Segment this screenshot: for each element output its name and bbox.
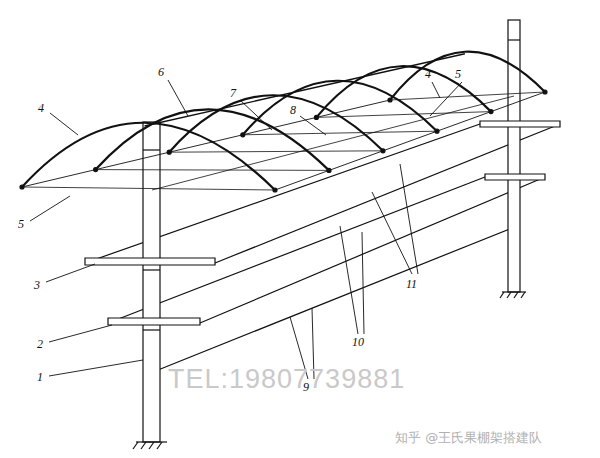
callout-number: 5 xyxy=(455,68,461,80)
arch-bar xyxy=(316,66,491,117)
center-wire xyxy=(152,96,514,190)
callout-number: 3 xyxy=(34,279,40,291)
arch-chord xyxy=(243,131,437,135)
callout-number: 4 xyxy=(38,102,44,114)
callout-number: 5 xyxy=(18,218,24,230)
callout-number: 1 xyxy=(37,371,43,383)
leader-lines xyxy=(30,80,462,379)
arch-bar xyxy=(390,52,545,100)
callout-number: 7 xyxy=(230,87,236,99)
callout-number: 8 xyxy=(290,104,296,116)
callout-number: 4 xyxy=(425,68,431,80)
arch-bar xyxy=(243,81,437,135)
arch-frames xyxy=(20,52,547,192)
arch-chord xyxy=(22,187,275,190)
callout-number: 2 xyxy=(37,338,43,350)
left-post xyxy=(133,122,167,449)
arch-chord xyxy=(169,151,383,152)
ridge-bar xyxy=(145,54,465,126)
callout-number: 10 xyxy=(352,336,364,348)
right-post xyxy=(480,20,560,298)
arch-chord xyxy=(316,112,491,118)
arch-chord xyxy=(390,92,545,100)
left-crossbars xyxy=(85,258,215,325)
callout-number: 6 xyxy=(158,66,164,78)
arch-chord xyxy=(96,169,329,171)
side-wire xyxy=(275,92,545,190)
watermark: 知乎 @王氏果棚架搭建队 xyxy=(395,431,542,444)
arch-bar xyxy=(22,123,275,190)
callout-number: 11 xyxy=(406,278,417,290)
watermark: TEL:19807739881 xyxy=(168,366,405,393)
side-wire xyxy=(22,100,390,187)
